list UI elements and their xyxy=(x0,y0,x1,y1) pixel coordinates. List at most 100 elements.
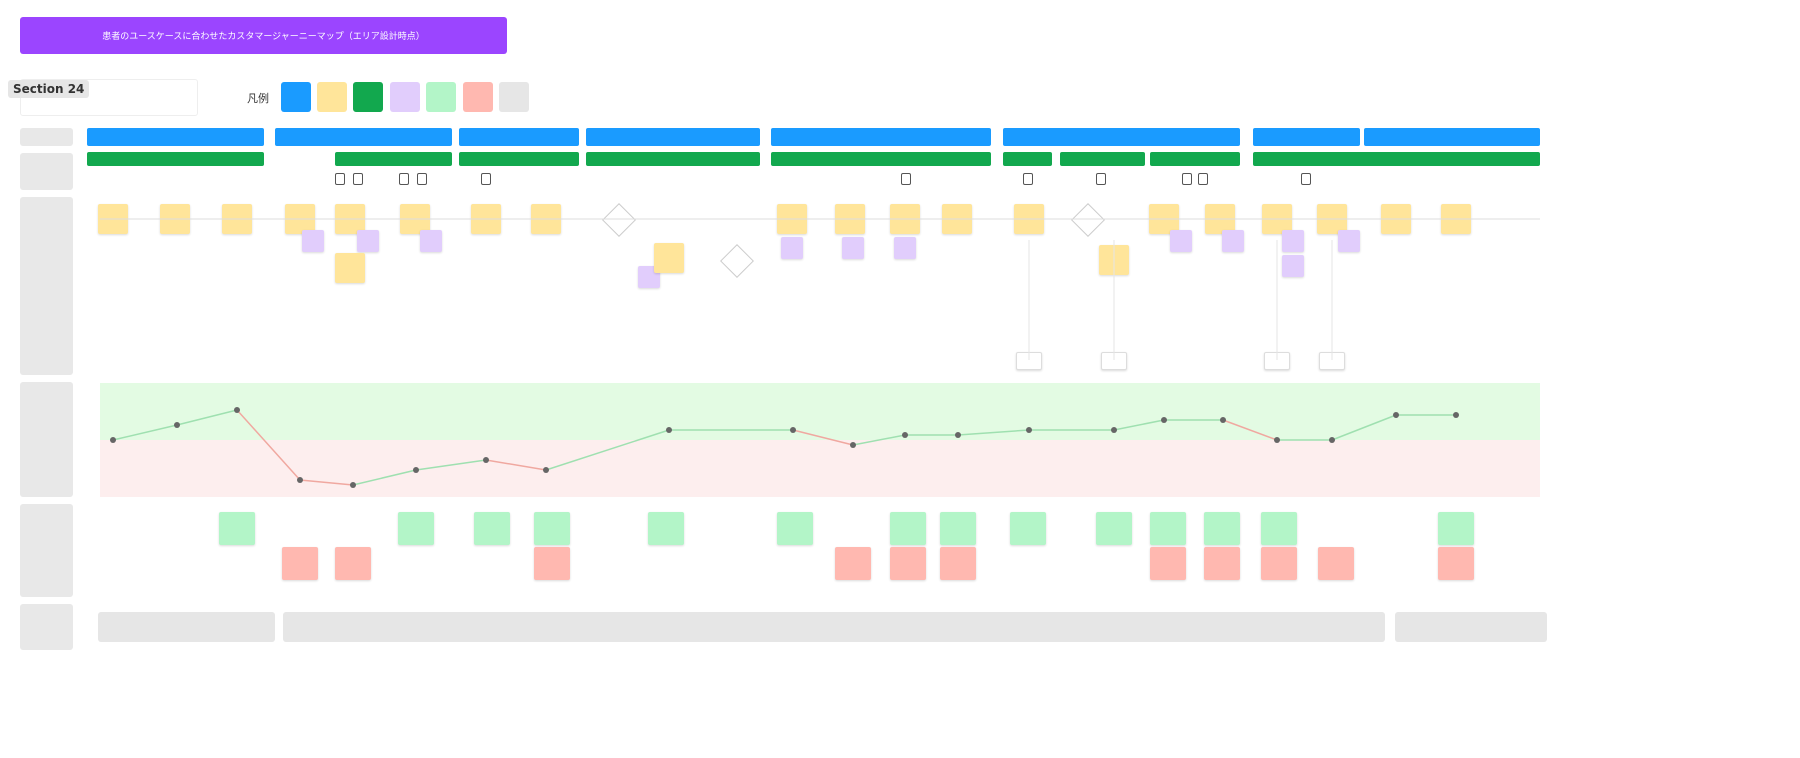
touchpoint-bar[interactable] xyxy=(1060,152,1145,166)
phase-bar[interactable] xyxy=(1003,128,1240,146)
phase-bar[interactable] xyxy=(1364,128,1540,146)
emotion-segment xyxy=(112,424,178,441)
phase-bar[interactable] xyxy=(87,128,264,146)
touchpoint-bar[interactable] xyxy=(771,152,991,166)
touchpoint-bar[interactable] xyxy=(335,152,452,166)
emotion-segment xyxy=(852,434,906,446)
gain-note[interactable] xyxy=(1204,512,1240,545)
sub-note[interactable] xyxy=(1222,230,1244,252)
emotion-point xyxy=(234,407,240,413)
emotion-point xyxy=(110,437,116,443)
pain-note[interactable] xyxy=(335,547,371,580)
emotion-point xyxy=(1220,417,1226,423)
pain-note[interactable] xyxy=(835,547,871,580)
gain-note[interactable] xyxy=(940,512,976,545)
sub-note[interactable] xyxy=(357,230,379,252)
emotion-point xyxy=(1026,427,1032,433)
device-icon xyxy=(353,173,363,185)
gain-note[interactable] xyxy=(648,512,684,545)
gain-note[interactable] xyxy=(534,512,570,545)
row-label xyxy=(20,382,73,497)
sub-note[interactable] xyxy=(1282,230,1304,252)
emotion-segment xyxy=(1222,419,1278,441)
pain-note[interactable] xyxy=(1150,547,1186,580)
emotion-point xyxy=(1393,412,1399,418)
gain-note[interactable] xyxy=(777,512,813,545)
touchpoint-bar[interactable] xyxy=(459,152,579,166)
emotion-point xyxy=(350,482,356,488)
negative-band xyxy=(100,440,1540,497)
phase-bar[interactable] xyxy=(1253,128,1360,146)
touchpoint-bar[interactable] xyxy=(1253,152,1540,166)
action-note[interactable] xyxy=(335,253,365,283)
sub-note[interactable] xyxy=(1282,255,1304,277)
phase-bar[interactable] xyxy=(586,128,760,146)
phase-bar[interactable] xyxy=(275,128,452,146)
pain-note[interactable] xyxy=(534,547,570,580)
emotion-segment xyxy=(792,429,854,446)
sub-note[interactable] xyxy=(302,230,324,252)
sub-note[interactable] xyxy=(1170,230,1192,252)
device-icon xyxy=(1182,173,1192,185)
legend-label: 凡例 xyxy=(247,92,269,105)
sub-note[interactable] xyxy=(781,237,803,259)
emotion-point xyxy=(1274,437,1280,443)
sub-note[interactable] xyxy=(420,230,442,252)
gain-note[interactable] xyxy=(474,512,510,545)
touchpoint-bar[interactable] xyxy=(1003,152,1052,166)
sub-note[interactable] xyxy=(842,237,864,259)
device-icon xyxy=(1301,173,1311,185)
device-icon xyxy=(335,173,345,185)
emotion-point xyxy=(543,467,549,473)
gain-note[interactable] xyxy=(398,512,434,545)
device-icon xyxy=(399,173,409,185)
gain-note[interactable] xyxy=(1096,512,1132,545)
legend-swatch xyxy=(499,82,529,112)
pain-note[interactable] xyxy=(282,547,318,580)
phase-bar[interactable] xyxy=(771,128,991,146)
touchpoint-bar[interactable] xyxy=(1150,152,1240,166)
sub-note[interactable] xyxy=(894,237,916,259)
emotion-point xyxy=(1111,427,1117,433)
positive-band xyxy=(100,383,1540,440)
gain-note[interactable] xyxy=(1438,512,1474,545)
pain-note[interactable] xyxy=(890,547,926,580)
pain-note[interactable] xyxy=(1318,547,1354,580)
section-label[interactable]: Section 24 xyxy=(8,80,90,98)
emotion-segment xyxy=(415,459,487,471)
device-icon xyxy=(901,173,911,185)
category-bar xyxy=(98,612,275,642)
touchpoint-bar[interactable] xyxy=(586,152,760,166)
row-label xyxy=(20,504,73,597)
emotion-segment xyxy=(352,469,417,486)
gain-note[interactable] xyxy=(890,512,926,545)
emotion-point xyxy=(483,457,489,463)
pain-note[interactable] xyxy=(940,547,976,580)
legend-swatch xyxy=(317,82,347,112)
gain-note[interactable] xyxy=(1261,512,1297,545)
gain-note[interactable] xyxy=(1010,512,1046,545)
emotion-segment xyxy=(957,429,1030,436)
emotion-point xyxy=(1329,437,1335,443)
touchpoint-bar[interactable] xyxy=(87,152,264,166)
emotion-point xyxy=(413,467,419,473)
gain-note[interactable] xyxy=(1150,512,1186,545)
legend-swatch xyxy=(426,82,456,112)
gain-note[interactable] xyxy=(219,512,255,545)
emotion-segment xyxy=(299,479,354,486)
device-icon xyxy=(481,173,491,185)
sub-note[interactable] xyxy=(1338,230,1360,252)
emotion-point xyxy=(902,432,908,438)
emotion-segment xyxy=(176,409,238,426)
device-icon xyxy=(417,173,427,185)
row-label xyxy=(20,604,73,650)
phase-bar[interactable] xyxy=(459,128,579,146)
emotion-segment xyxy=(1113,419,1165,431)
action-note[interactable] xyxy=(654,243,684,273)
pain-note[interactable] xyxy=(1204,547,1240,580)
legend-swatch xyxy=(390,82,420,112)
device-icon xyxy=(1096,173,1106,185)
pain-note[interactable] xyxy=(1438,547,1474,580)
pain-note[interactable] xyxy=(1261,547,1297,580)
